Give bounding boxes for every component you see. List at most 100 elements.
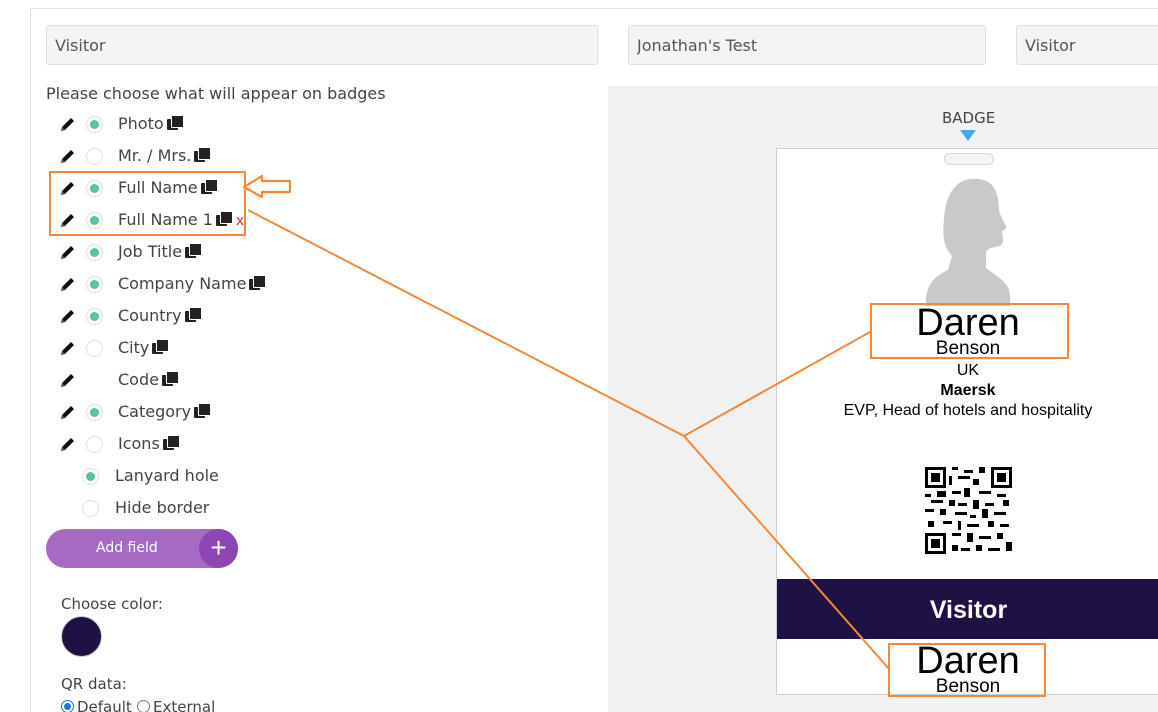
remove-field-button[interactable]: x (235, 213, 245, 229)
field-label-text: Category (118, 402, 192, 421)
visibility-toggle[interactable] (86, 212, 103, 229)
copy-icon[interactable] (162, 435, 180, 451)
pencil-icon[interactable] (60, 116, 76, 132)
field-label: Full Name 1 x (118, 210, 244, 229)
visibility-toggle[interactable] (86, 116, 103, 133)
badge-fields-title: Please choose what will appear on badges (46, 84, 386, 103)
pencil-icon[interactable] (60, 244, 76, 260)
visibility-toggle[interactable] (86, 148, 103, 165)
field-row-company-name: Company Name (58, 270, 298, 298)
pencil-icon[interactable] (60, 340, 76, 356)
field-label-text: Full Name 1 (118, 210, 213, 229)
field-row-full-name: Full Name (58, 174, 298, 202)
badge-company: Maersk (940, 382, 996, 399)
visibility-toggle[interactable] (86, 276, 103, 293)
annotation-box-name-bottom (888, 643, 1046, 697)
field-row-job-title: Job Title (58, 238, 298, 266)
field-label-text: Full Name (118, 178, 198, 197)
pencil-icon[interactable] (60, 372, 76, 388)
pencil-icon[interactable] (60, 276, 76, 292)
pencil-icon[interactable] (60, 404, 76, 420)
copy-icon[interactable] (249, 275, 267, 291)
qr-option-external[interactable]: External (137, 698, 215, 712)
field-row-code: Code (58, 366, 298, 394)
field-label: Icons (118, 434, 180, 453)
field-row-full-name-1: Full Name 1 x (58, 206, 298, 234)
field-label: Job Title (118, 242, 203, 261)
field-row-country: Country (58, 302, 298, 330)
visibility-toggle[interactable] (86, 436, 103, 453)
qr-option-default-label: Default (77, 698, 132, 712)
badge-job-title: EVP, Head of hotels and hospitality (843, 402, 1093, 419)
badge-last-name-bottom: Benson (935, 676, 1001, 697)
copy-icon[interactable] (161, 371, 179, 387)
badge-first-name: Daren (916, 302, 1020, 344)
annotation-box-name-top (870, 303, 1069, 359)
choose-color-label: Choose color: (61, 595, 163, 613)
field-label-text: Mr. / Mrs. (118, 146, 192, 165)
field-row-title: Mr. / Mrs. (58, 142, 298, 170)
add-field-button[interactable]: Add field + (46, 529, 238, 568)
visibility-toggle[interactable] (86, 340, 103, 357)
field-row-city: City (58, 334, 298, 362)
badge-first-name-bottom: Daren (916, 640, 1020, 682)
field-label: Category (118, 402, 212, 421)
field-label-text: City (118, 338, 150, 357)
copy-icon[interactable] (152, 339, 170, 355)
option-label: Lanyard hole (115, 466, 219, 485)
badge-type-input[interactable] (46, 25, 598, 65)
field-label-text: Photo (118, 114, 164, 133)
field-label: Full Name (118, 178, 218, 197)
event-name-input[interactable] (628, 25, 986, 65)
field-label: Company Name (118, 274, 267, 293)
badge-category-text: Visitor (929, 596, 1008, 624)
pencil-icon[interactable] (60, 180, 76, 196)
field-label: Mr. / Mrs. (118, 146, 212, 165)
pencil-icon[interactable] (60, 308, 76, 324)
add-field-label: Add field (96, 540, 158, 556)
badge-country: UK (956, 362, 980, 379)
copy-icon[interactable] (166, 115, 184, 131)
qr-option-external-label: External (153, 698, 216, 712)
field-label: Country (118, 306, 202, 325)
field-label-text: Code (118, 370, 159, 389)
lanyard-hole (944, 153, 994, 165)
category-input[interactable] (1016, 25, 1158, 65)
copy-icon[interactable] (194, 403, 212, 419)
field-label-text: Job Title (118, 242, 183, 261)
color-picker-swatch[interactable] (61, 616, 102, 657)
copy-icon[interactable] (215, 211, 233, 227)
hide-border-toggle[interactable] (82, 500, 99, 517)
person-silhouette-icon (926, 178, 1010, 306)
visibility-toggle[interactable] (86, 404, 103, 421)
copy-icon[interactable] (200, 179, 218, 195)
copy-icon[interactable] (194, 147, 212, 163)
field-row-photo: Photo (58, 110, 298, 138)
radio-external[interactable] (137, 700, 150, 712)
copy-icon[interactable] (184, 307, 202, 323)
pencil-icon[interactable] (60, 436, 76, 452)
field-label-text: Company Name (118, 274, 247, 293)
pencil-icon[interactable] (60, 212, 76, 228)
qr-code-icon (925, 467, 1012, 554)
field-label-text: Icons (118, 434, 160, 453)
pencil-icon[interactable] (60, 148, 76, 164)
qr-option-default[interactable]: Default (61, 698, 132, 712)
field-label-text: Country (118, 306, 182, 325)
badge-last-name: Benson (935, 338, 1001, 359)
radio-default[interactable] (61, 700, 74, 712)
visibility-toggle[interactable] (86, 244, 103, 261)
field-label: City (118, 338, 170, 357)
caret-down-icon (960, 130, 976, 141)
visibility-toggle[interactable] (86, 180, 103, 197)
copy-icon[interactable] (185, 243, 203, 259)
lanyard-hole-toggle[interactable] (82, 468, 99, 485)
field-label: Photo (118, 114, 184, 133)
qr-data-label: QR data: (61, 675, 127, 693)
field-row-icons: Icons (58, 430, 298, 458)
field-row-category: Category (58, 398, 298, 426)
field-label: Code (118, 370, 179, 389)
badge-caption: BADGE (942, 109, 996, 127)
visibility-toggle[interactable] (86, 308, 103, 325)
annotation-box-fields (49, 171, 246, 236)
